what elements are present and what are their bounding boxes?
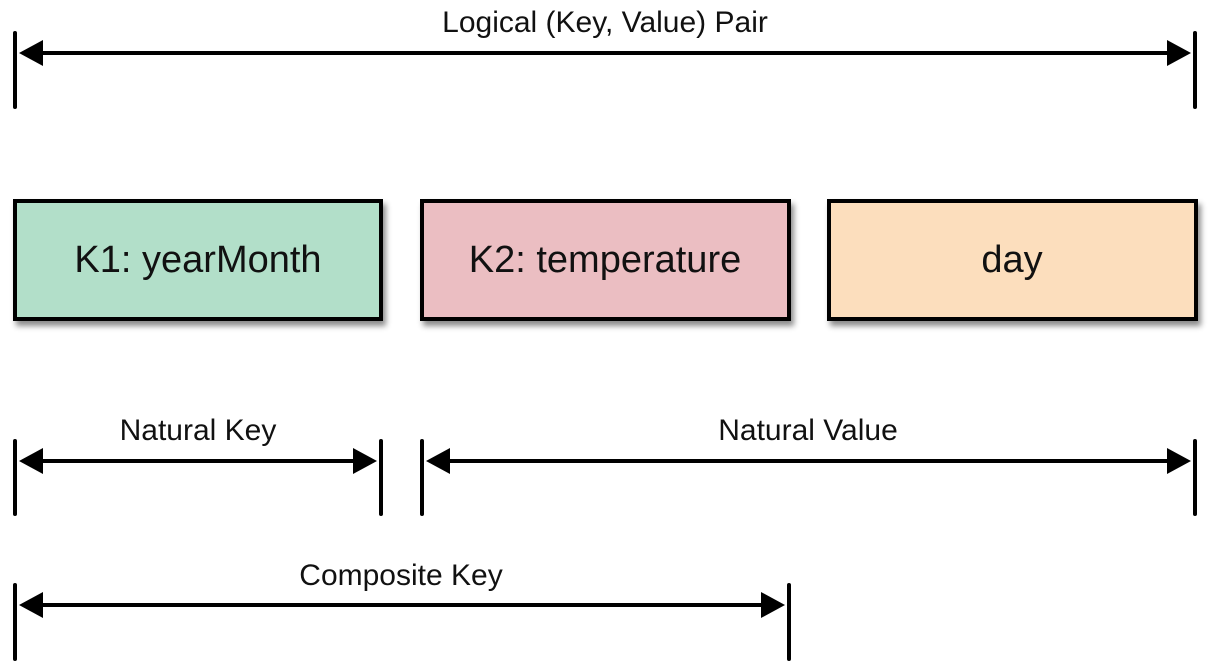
arrow-right-icon — [1167, 448, 1191, 474]
box-value: day — [827, 199, 1198, 321]
arrow-right-icon — [761, 592, 785, 618]
span-composite-key: Composite Key — [13, 559, 791, 661]
span-label: Natural Key — [120, 414, 277, 447]
span-natural-value: Natural Value — [420, 414, 1197, 516]
span-label: Composite Key — [299, 559, 502, 592]
span-natural-key: Natural Key — [13, 414, 383, 516]
span-label: Natural Value — [718, 414, 898, 447]
box-label: K2: temperature — [469, 239, 741, 281]
arrow-right-icon — [1167, 40, 1191, 66]
arrow-left-icon — [19, 40, 43, 66]
span-logical-pair: Logical (Key, Value) Pair — [13, 6, 1197, 109]
box-k2: K2: temperature — [420, 199, 791, 321]
box-label: day — [981, 239, 1042, 281]
arrow-left-icon — [19, 592, 43, 618]
span-label: Logical (Key, Value) Pair — [442, 6, 768, 39]
arrow-left-icon — [19, 448, 43, 474]
arrow-left-icon — [426, 448, 450, 474]
box-k1: K1: yearMonth — [13, 199, 383, 321]
arrow-right-icon — [353, 448, 377, 474]
box-label: K1: yearMonth — [74, 239, 321, 281]
